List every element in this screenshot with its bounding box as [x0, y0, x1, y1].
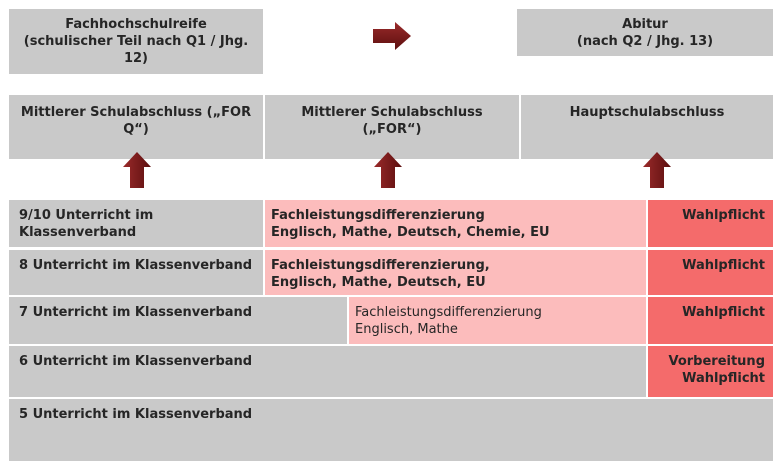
mittlerer-schulabschluss-for-box: Mittlerer Schulabschluss („FOR“): [265, 95, 519, 159]
row-7-wahlpflicht: Wahlpflicht: [648, 297, 773, 344]
row-8-wahlpflicht: Wahlpflicht: [648, 250, 773, 295]
fachhochschulreife-box: Fachhochschulreife (schulischer Teil nac…: [9, 9, 263, 74]
arrow-up-icon: [374, 152, 402, 188]
arrow-up-icon: [123, 152, 151, 188]
row-9-10-wahlpflicht: Wahlpflicht: [648, 200, 773, 247]
row-9-10-label: 9/10 Unterricht im Klassenverband: [9, 200, 263, 247]
row-7-differenzierung: Fachleistungsdifferenzierung Englisch, M…: [349, 297, 646, 344]
row-6-vorbereitung-wahlpflicht: Vorbereitung Wahlpflicht: [648, 346, 773, 397]
arrow-up-icon: [643, 152, 671, 188]
row-5-label: 5 Unterricht im Klassenverband: [9, 399, 773, 461]
row-8-label: 8 Unterricht im Klassenverband: [9, 250, 263, 295]
hauptschulabschluss-box: Hauptschulabschluss: [521, 95, 773, 159]
row-8-differenzierung: Fachleistungsdifferenzierung, Englisch, …: [265, 250, 646, 295]
row-6-label: 6 Unterricht im Klassenverband: [9, 346, 646, 397]
row-7-label: 7 Unterricht im Klassenverband: [9, 297, 347, 344]
row-9-10-differenzierung: Fachleistungsdifferenzierung Englisch, M…: [265, 200, 646, 247]
abitur-box: Abitur (nach Q2 / Jhg. 13): [517, 9, 773, 56]
arrow-right-icon: [373, 22, 411, 50]
mittlerer-schulabschluss-for-q-box: Mittlerer Schulabschluss („FOR Q“): [9, 95, 263, 159]
